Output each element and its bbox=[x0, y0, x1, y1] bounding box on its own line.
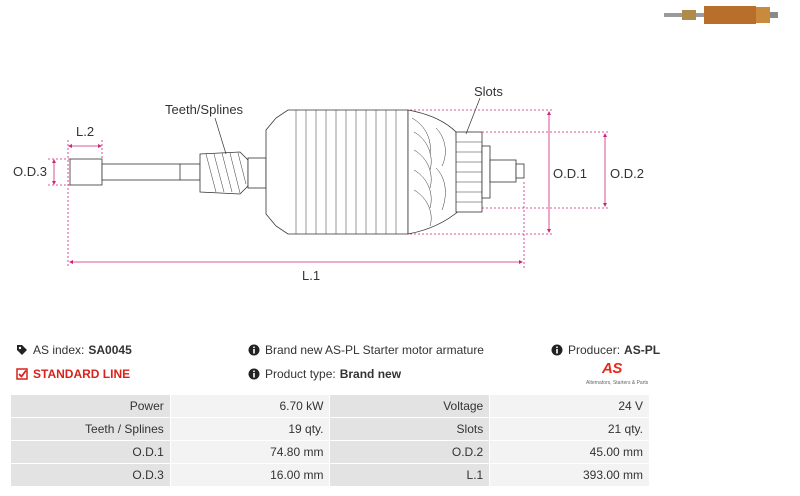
spec-label: Power bbox=[10, 394, 171, 418]
thumb-end bbox=[770, 12, 778, 18]
producer-label: Producer: bbox=[568, 343, 621, 357]
as-index: AS index: SA0045 bbox=[16, 343, 132, 357]
tag-icon bbox=[17, 345, 27, 355]
spec-value: 19 qty. bbox=[169, 417, 331, 441]
table-row: O.D.3 16.00 mm L.1 393.00 mm bbox=[10, 463, 650, 487]
standard-line: STANDARD LINE bbox=[16, 367, 130, 381]
spec-label: Slots bbox=[329, 417, 491, 441]
spec-label: O.D.3 bbox=[10, 463, 171, 487]
info-icon bbox=[551, 344, 563, 356]
product-type-label: Product type: bbox=[265, 367, 336, 381]
label-l2: L.2 bbox=[76, 124, 94, 139]
table-row: Power 6.70 kW Voltage 24 V bbox=[10, 394, 650, 418]
shaft-end-drawing bbox=[69, 158, 103, 186]
spec-label: Voltage bbox=[329, 394, 491, 418]
spec-value: 393.00 mm bbox=[489, 463, 650, 487]
as-index-value: SA0045 bbox=[88, 343, 132, 357]
logo-text: AS bbox=[602, 360, 622, 377]
spec-label: L.1 bbox=[329, 463, 491, 487]
check-square-icon bbox=[16, 368, 28, 380]
label-od3: O.D.3 bbox=[13, 164, 47, 179]
thumb-commutator bbox=[756, 7, 770, 23]
table-row: O.D.1 74.80 mm O.D.2 45.00 mm bbox=[10, 440, 650, 464]
producer-value: AS-PL bbox=[624, 343, 661, 357]
info-icon bbox=[248, 368, 260, 380]
thumb-gear bbox=[682, 10, 696, 20]
product-type-value: Brand new bbox=[339, 367, 402, 381]
spec-label: O.D.1 bbox=[10, 440, 171, 464]
windings-drawing bbox=[407, 109, 461, 235]
description: Brand new AS-PL Starter motor armature bbox=[248, 343, 484, 357]
label-l1: L.1 bbox=[302, 268, 320, 283]
thumb-core bbox=[704, 6, 756, 24]
as-pl-logo: AS Alternators, Starters & Parts bbox=[586, 360, 652, 388]
spec-table: Power 6.70 kW Voltage 24 V Teeth / Splin… bbox=[10, 394, 650, 487]
spec-value: 16.00 mm bbox=[169, 463, 331, 487]
spec-value: 45.00 mm bbox=[489, 440, 650, 464]
description-text: Brand new AS-PL Starter motor armature bbox=[265, 343, 484, 357]
as-index-label: AS index: bbox=[33, 343, 85, 357]
armature-drawing: Teeth/Splines Slots L.2 O.D.3 O.D.1 O.D.… bbox=[13, 84, 644, 283]
core-drawing bbox=[265, 109, 409, 235]
producer: Producer: AS-PL bbox=[551, 343, 660, 357]
logo-tagline: Alternators, Starters & Parts bbox=[586, 380, 649, 386]
right-shaft-drawing bbox=[489, 159, 517, 183]
product-type: Product type: Brand new bbox=[248, 367, 401, 381]
spec-value: 74.80 mm bbox=[169, 440, 331, 464]
spec-value: 21 qty. bbox=[489, 417, 650, 441]
standard-line-label: STANDARD LINE bbox=[33, 367, 131, 381]
label-teeth-splines: Teeth/Splines bbox=[165, 102, 244, 117]
shaft-drawing bbox=[101, 163, 201, 181]
label-slots: Slots bbox=[474, 84, 503, 99]
product-thumbnail[interactable] bbox=[662, 4, 780, 26]
spec-value: 24 V bbox=[489, 394, 650, 418]
label-od1: O.D.1 bbox=[553, 166, 587, 181]
label-od2: O.D.2 bbox=[610, 166, 644, 181]
spec-label: O.D.2 bbox=[329, 440, 491, 464]
spec-value: 6.70 kW bbox=[169, 394, 331, 418]
info-icon bbox=[248, 344, 260, 356]
table-row: Teeth / Splines 19 qty. Slots 21 qty. bbox=[10, 417, 650, 441]
spec-label: Teeth / Splines bbox=[10, 417, 171, 441]
